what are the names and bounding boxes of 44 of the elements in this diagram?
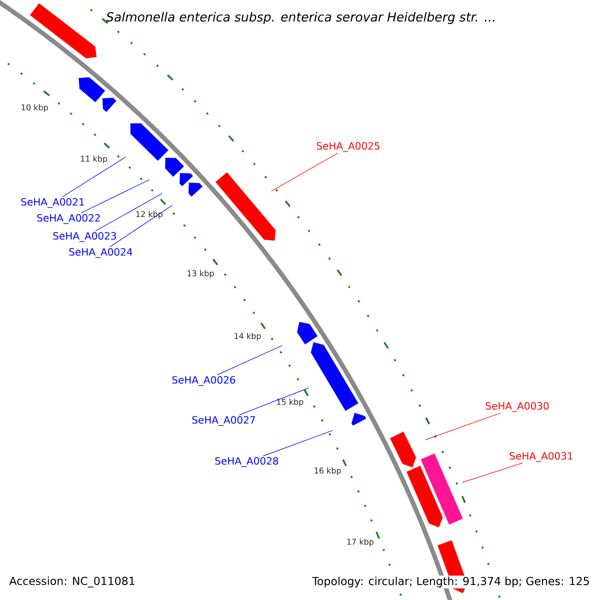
gene-label: SeHA_A0025	[316, 142, 380, 152]
scale-label: 10 kbp	[22, 104, 48, 112]
scale-label: 14 kbp	[234, 332, 261, 341]
leader-line	[80, 179, 150, 214]
scale-label: 16 kbp	[314, 467, 341, 476]
gene-label: SeHA_A0022	[37, 214, 100, 224]
gene-block	[78, 77, 106, 102]
gene-label: SeHA_A0024	[69, 248, 132, 258]
gene-block	[165, 158, 184, 177]
leader-line	[62, 156, 126, 198]
gene-block	[310, 342, 358, 411]
gene-block	[390, 432, 416, 468]
gene-label: SeHA_A0026	[172, 376, 236, 386]
scale-label: 15 kbp	[277, 398, 304, 406]
accession-text: Accession: NC_011081	[9, 576, 134, 588]
gene-block	[30, 3, 97, 58]
leader-line	[239, 388, 309, 416]
leader-line	[110, 204, 173, 248]
gene-block	[406, 466, 443, 528]
gene-label: SeHA_A0021	[21, 198, 84, 208]
leader-line	[95, 193, 162, 232]
scale-label: 13 kbp	[188, 270, 214, 278]
gene-label: SeHA_A0023	[53, 232, 116, 242]
gene-label: SeHA_A0031	[510, 452, 572, 462]
leader-line	[216, 345, 282, 376]
gene-block	[180, 173, 194, 186]
leader-line	[263, 430, 334, 456]
scale-label: 11 kbp	[80, 156, 108, 164]
gene-block	[130, 123, 168, 161]
gene-label: SeHA_A0028	[215, 457, 278, 467]
leader-line	[271, 152, 338, 192]
gene-block	[216, 172, 276, 241]
title: Salmonella enterica subsp. enterica serovar Heidelberg str. ...	[106, 12, 494, 24]
leader-line	[462, 462, 523, 483]
gene-block	[297, 322, 318, 344]
gene-block	[188, 182, 203, 197]
gene-label: SeHA_A0027	[192, 416, 255, 426]
gene-block	[352, 412, 366, 426]
gene-label: SeHA_A0030	[486, 402, 549, 412]
leader-line	[425, 412, 500, 440]
gene-block	[102, 98, 116, 112]
scale-label: 17 kbp	[347, 538, 374, 546]
summary-text: Topology: circular; Length: 91,374 bp; Genes: 125	[311, 576, 591, 588]
gene-bar	[420, 453, 463, 525]
